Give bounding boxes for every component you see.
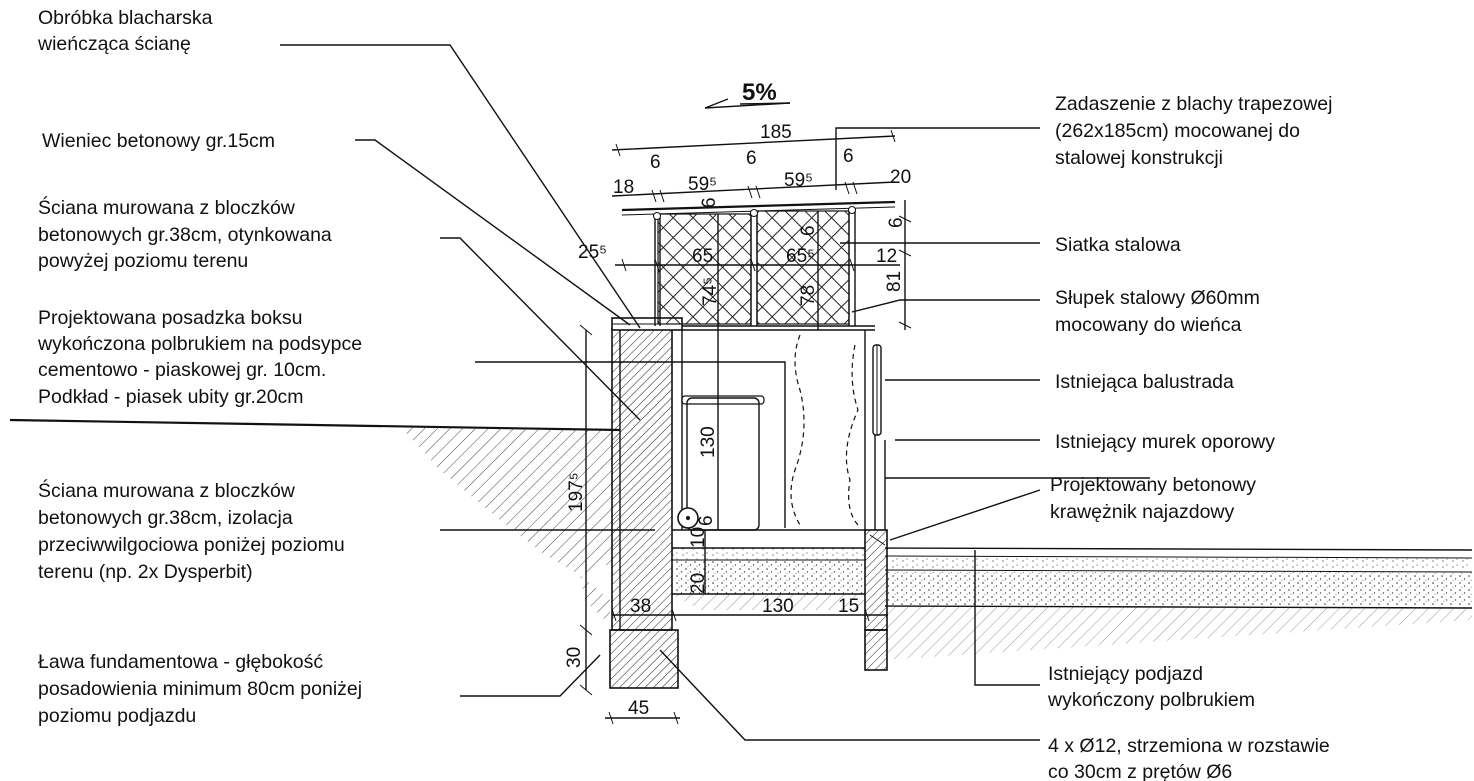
dim-drain: 6: [696, 515, 717, 526]
label-wieniec: Wieniec betonowy gr.15cm: [42, 130, 275, 152]
dim-gap-c: 6: [843, 146, 854, 167]
dim-right-12: 12: [876, 246, 897, 267]
slope-label: 5%: [742, 79, 777, 106]
dim-wall-w: 38: [630, 596, 651, 617]
dim-bay-b: 59⁵: [784, 170, 813, 191]
label-zbrojenie: 4 x Ø12, strzemiona w rozstawie co 30cm …: [1048, 735, 1335, 781]
label-sciana-dol: Ściana murowana z bloczków betonowych gr…: [38, 478, 350, 583]
driveway: [884, 547, 1473, 660]
dim-roof-total: 185: [760, 122, 792, 143]
existing-wall: [872, 344, 886, 530]
dim-right-overhang: 20: [890, 167, 911, 188]
label-sciana-gora: Ściana murowana z bloczków betonowych gr…: [38, 195, 337, 272]
dimension-lines: [579, 98, 912, 725]
inner-box: [677, 325, 875, 531]
roof-structure: [621, 200, 896, 326]
label-podjazd: Istniejący podjazd wykończony polbrukiem: [1047, 663, 1255, 711]
dim-panel-b: 65⁵: [786, 246, 815, 267]
dimension-texts: 5% 185 6 6 6 18 59⁵ 59⁵ 20 25⁵ 65 65⁵ 6 …: [564, 79, 911, 719]
dim-top-gap-right: 6: [886, 217, 907, 228]
dim-curb-w: 15: [838, 596, 859, 617]
leader-lines: [280, 44, 1150, 741]
terrain: [9, 418, 621, 625]
callout-labels: Obróbka blacharska wieńcząca ścianę Wien…: [37, 7, 1338, 781]
label-slupek: Słupek stalowy Ø60mm mocowany do wieńca: [1055, 287, 1265, 336]
dim-panel-h-a: 74⁵: [700, 277, 721, 306]
label-lawa: Ława fundamentowa - głębokość posadowien…: [38, 651, 368, 727]
dim-panel-a: 65: [692, 246, 713, 267]
main-wall: [611, 317, 683, 631]
dim-panel-h-b: 78: [798, 285, 819, 306]
dim-inner-w: 130: [762, 596, 794, 617]
label-siatka: Siatka stalowa: [1055, 234, 1181, 256]
label-murek: Istniejący murek oporowy: [1055, 431, 1275, 453]
label-posadzka: Projektowana posadzka boksu wykończona p…: [37, 307, 368, 408]
dim-right-81: 81: [884, 271, 905, 292]
dim-bay-a: 59⁵: [688, 174, 717, 195]
dim-gap-a: 6: [650, 152, 661, 173]
label-obrobka: Obróbka blacharska wieńcząca ścianę: [37, 7, 218, 55]
dim-floor-20: 20: [688, 573, 709, 594]
dim-top-gap-mid: 6: [798, 225, 819, 236]
dim-gap-b: 6: [746, 148, 757, 169]
footing: [609, 629, 679, 689]
dim-inner-h: 130: [698, 426, 719, 458]
curb: [864, 529, 888, 671]
dim-left-overhang: 18: [613, 177, 634, 198]
dim-post-offset: 25⁵: [578, 242, 607, 263]
dim-roof-h: 6: [699, 197, 720, 208]
label-balustrada: Istniejąca balustrada: [1055, 371, 1234, 393]
label-zadaszenie: Zadaszenie z blachy trapezowej (262x185c…: [1055, 93, 1338, 169]
dim-footing-w: 45: [628, 698, 649, 719]
dim-floor-10: 10: [688, 527, 709, 548]
dim-total-h: 197⁵: [566, 472, 587, 512]
label-kraweznik: Projektowany betonowy krawężnik najazdow…: [1050, 474, 1261, 523]
dim-footing-h: 30: [564, 647, 585, 668]
